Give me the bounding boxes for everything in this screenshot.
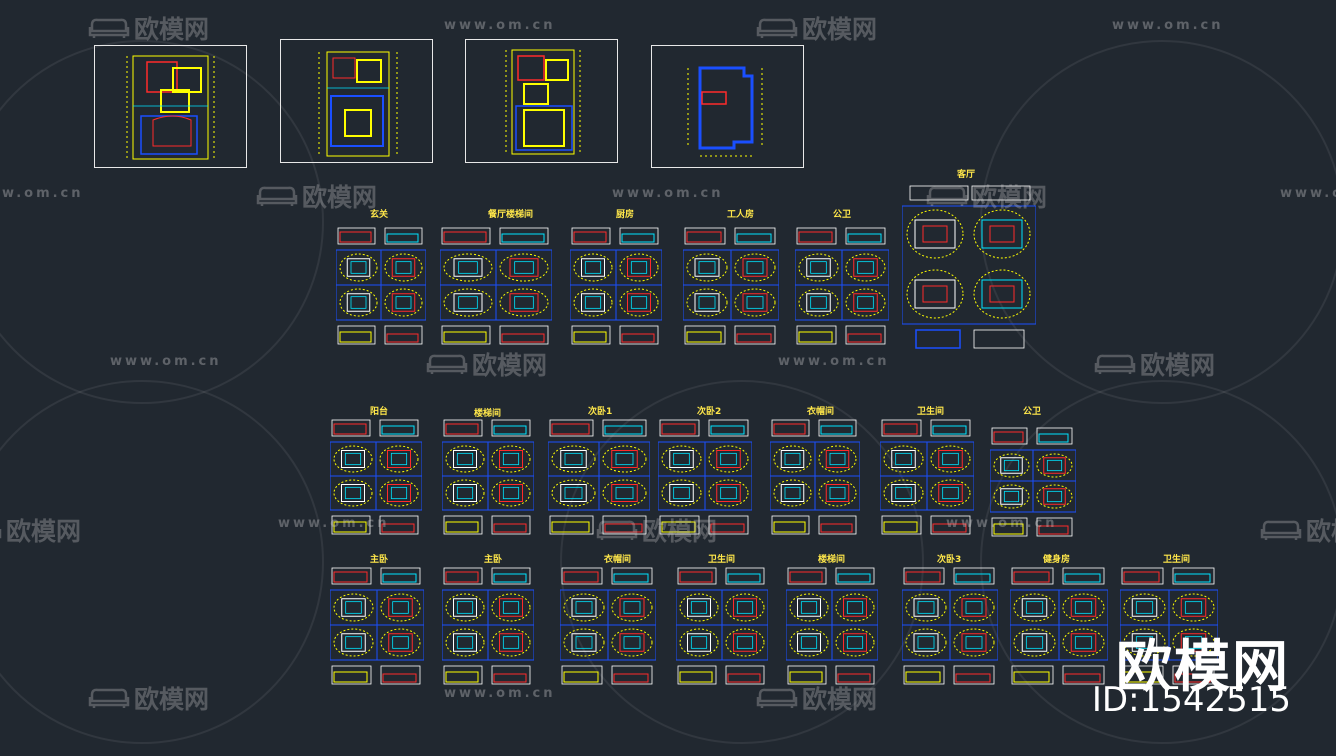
brand-id: ID:1542515 (1091, 680, 1291, 720)
elevation-sheet-group (1120, 566, 1218, 688)
elevation-sheet-group (442, 566, 534, 688)
elevation-sheet-group (336, 226, 426, 348)
watermark-logo: 欧模网 (596, 512, 717, 548)
sofa-icon (756, 18, 798, 38)
watermark-url: www.om.cn (278, 516, 390, 531)
elevation-sheet-group (786, 566, 878, 688)
room-label-stair: 楼梯间 (474, 409, 502, 419)
room-label-bathroom-2: 卫生间 (708, 555, 736, 565)
room-label-master-bedroom-2: 主卧 (484, 555, 503, 565)
watermark-logo-text: 欧模网 (972, 183, 1048, 212)
elevation-sheet-group (330, 566, 424, 688)
room-label-bathroom-3: 卫生间 (1163, 555, 1191, 565)
living-room-sheets (902, 184, 1036, 352)
room-label-dining-stair: 餐厅楼梯间 (488, 210, 534, 220)
watermark-logo-text: 欧模网 (802, 685, 878, 714)
room-label-balcony: 阳台 (370, 407, 389, 417)
elevation-sheet-group (676, 566, 768, 688)
room-label-gym: 健身房 (1043, 555, 1071, 565)
watermark-logo-text: 欧模网 (302, 183, 378, 212)
watermark-url: www.om.cn (444, 18, 556, 33)
sofa-icon (88, 688, 130, 708)
sofa-icon (596, 520, 638, 540)
room-label-staff-room: 工人房 (727, 210, 755, 220)
brand-logo: 欧模网 (1116, 635, 1290, 700)
sofa-icon (756, 688, 798, 708)
watermark-url: www.om.cn (110, 354, 222, 369)
watermark-logo-text: 欧模网 (134, 15, 210, 44)
watermark-logo: 欧模网 (88, 680, 209, 716)
watermark-circle (980, 380, 1336, 744)
watermark-logo: 欧模网 (1260, 512, 1336, 548)
watermark-logo: 欧模网 (1094, 346, 1215, 382)
room-label-closet-2: 衣帽间 (604, 555, 632, 565)
sofa-icon (1094, 354, 1136, 374)
watermark-url: www.om.cn (444, 686, 556, 701)
watermark-logo-text: 欧模网 (1140, 351, 1216, 380)
elevation-sheet-group (330, 418, 422, 538)
watermark-logo: 欧模网 (426, 346, 547, 382)
floor-plan-2 (280, 39, 433, 163)
elevation-sheet-group (560, 566, 656, 688)
elevation-sheet-group (880, 418, 974, 538)
elevation-sheet-group (442, 418, 534, 538)
sofa-icon (0, 529, 2, 539)
room-label-public-bath-2: 公卫 (1023, 407, 1042, 417)
elevation-sheet-group (990, 426, 1076, 540)
floor-plan-1 (94, 45, 247, 168)
room-label-bedroom-2nd-2: 次卧2 (697, 407, 722, 417)
watermark-logo: 欧模网 (256, 178, 377, 214)
room-label-stair-2: 楼梯间 (818, 555, 846, 565)
elevation-sheet-group (902, 566, 998, 688)
watermark-url: www.om.cn (612, 186, 724, 201)
watermark-logo-text: 欧模网 (472, 351, 548, 380)
watermark-logo: 欧模网 (88, 10, 209, 46)
elevation-sheet-group (658, 418, 752, 538)
watermark-url: www.om.cn (1280, 186, 1336, 201)
watermark-logo-text: 欧模网 (134, 685, 210, 714)
elevation-sheet-group (1010, 566, 1108, 688)
room-label-closet: 衣帽间 (807, 407, 835, 417)
floor-plan-3 (465, 39, 618, 163)
watermark-url: www.om.cn (1112, 18, 1224, 33)
room-label-kitchen: 厨房 (616, 210, 635, 220)
room-label-public-bath: 公卫 (833, 210, 852, 220)
elevation-sheet-group (795, 226, 889, 348)
watermark-url: www.om.cn (778, 354, 890, 369)
elevation-sheet-group (770, 418, 860, 538)
room-label-living: 客厅 (957, 170, 976, 180)
watermark-url: www.om.cn (946, 516, 1058, 531)
sofa-icon (426, 354, 468, 374)
room-label-bathroom: 卫生间 (917, 407, 945, 417)
watermark-logo: 欧模网 (756, 680, 877, 716)
watermark-logo: 欧模网 (926, 178, 1047, 214)
watermark-logo-text: 欧模网 (642, 517, 718, 546)
watermark-logo-text: 欧模网 (802, 15, 878, 44)
watermark-logo: 欧模网 (756, 10, 877, 46)
watermark-circle (560, 380, 924, 744)
room-label-foyer: 玄关 (370, 210, 389, 220)
sofa-icon (926, 186, 968, 206)
sofa-icon (256, 186, 298, 206)
elevation-sheet-group (570, 226, 662, 348)
watermark-logo-text: 欧模网 (6, 517, 82, 546)
elevation-sheet-group (683, 226, 779, 348)
watermark-url: www.om.cn (0, 186, 84, 201)
sofa-icon (1260, 520, 1302, 540)
watermark-logo: 欧模网 (0, 512, 81, 548)
room-label-master-bedroom: 主卧 (370, 555, 389, 565)
room-label-bedroom-2nd-1: 次卧1 (588, 407, 613, 417)
watermark-logo-text: 欧模网 (1306, 517, 1336, 546)
elevation-sheet-group (548, 418, 650, 538)
sofa-icon (88, 18, 130, 38)
floor-plan-4 (651, 45, 804, 168)
room-label-bedroom-3: 次卧3 (937, 555, 962, 565)
elevation-sheet-group (440, 226, 552, 348)
